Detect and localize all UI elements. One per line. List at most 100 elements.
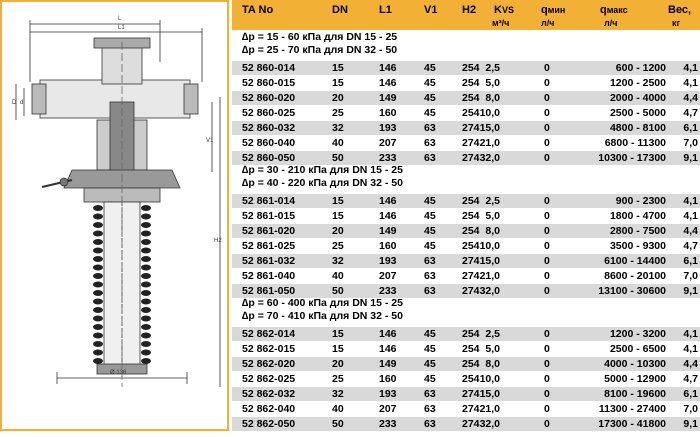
cell-v1: 63 [424, 255, 436, 267]
cell-dn: 32 [332, 255, 344, 267]
spring-coil [93, 332, 103, 339]
cell-l1: 149 [379, 225, 397, 237]
cell-qmax: 3500 - 9300 [609, 240, 666, 252]
cell-h2: 254 [462, 328, 480, 340]
cell-dn: 25 [332, 240, 344, 252]
cell-kvs: 2,5 [485, 62, 500, 74]
cell-h2: 274 [462, 255, 480, 267]
cell-h2: 254 [462, 62, 480, 74]
group-dp-line-1: ∆p = 15 - 60 кПа для DN 15 - 25 [242, 31, 398, 43]
spring-coil [93, 239, 103, 245]
cell-h2: 274 [462, 270, 480, 282]
cell-qmax: 900 - 2300 [615, 195, 666, 207]
cell-qmax: 6800 - 11300 [604, 137, 666, 149]
cell-qmax: 8600 - 20100 [604, 270, 666, 282]
cell-qmax: 600 - 1200 [615, 62, 666, 74]
cell-h2: 254 [462, 240, 480, 252]
spring-coil [93, 205, 103, 211]
cell-v1: 63 [424, 403, 436, 415]
cell-qmax: 5000 - 12900 [604, 373, 666, 385]
spring-coil [93, 230, 103, 237]
cell-v1: 45 [424, 107, 436, 119]
cell-qmax: 17300 - 41800 [598, 418, 666, 430]
group-dp-line-2: ∆p = 40 - 220 кПа для DN 32 - 50 [242, 177, 403, 189]
cell-ta-no: 52 862-015 [242, 343, 296, 355]
cell-v1: 63 [424, 285, 436, 297]
cell-v1: 45 [424, 195, 436, 207]
spring-coil [93, 273, 103, 279]
cell-h2: 274 [462, 403, 480, 415]
cell-dn: 15 [332, 195, 344, 207]
cell-v1: 63 [424, 122, 436, 134]
spring-coil [141, 307, 151, 313]
spring-coil [141, 290, 151, 296]
cell-qmax: 1200 - 2500 [609, 77, 666, 89]
spring-coil [93, 264, 103, 271]
spring-coil [141, 332, 151, 339]
spring-coil [141, 298, 151, 305]
spring-coil [141, 205, 151, 211]
cell-l1: 207 [379, 137, 397, 149]
cell-qmax: 13100 - 30600 [598, 285, 666, 297]
cell-qmax: 11300 - 27400 [598, 403, 666, 415]
header-weight: Вес, [668, 4, 692, 16]
cell-weight: 9,1 [683, 285, 698, 297]
cell-v1: 45 [424, 225, 436, 237]
cell-l1: 146 [379, 62, 397, 74]
spring-coil [93, 358, 103, 364]
cell-v1: 45 [424, 358, 436, 370]
cell-v1: 45 [424, 343, 436, 355]
spring-coil [93, 315, 103, 322]
header-dn: DN [332, 4, 348, 16]
cell-kvs: 32,0 [479, 285, 500, 297]
cell-kvs: 32,0 [479, 418, 500, 430]
cell-kvs: 15,0 [479, 122, 500, 134]
cell-l1: 193 [379, 122, 397, 134]
spring-coil [141, 239, 151, 245]
spring-coil [93, 307, 103, 313]
valve-drawing-panel: L L1 D d V1 H2 Ø 136 [0, 0, 229, 431]
cell-v1: 63 [424, 418, 436, 430]
cell-qmax: 8100 - 19600 [604, 388, 666, 400]
cell-dn: 50 [332, 285, 344, 297]
dim-L-label: L [118, 16, 122, 22]
cell-ta-no: 52 862-032 [242, 388, 296, 400]
cell-dn: 20 [332, 92, 344, 104]
cell-l1: 160 [379, 240, 397, 252]
cell-v1: 63 [424, 270, 436, 282]
cell-qmin: 0 [544, 328, 550, 340]
header-kvs: KVS [494, 4, 514, 16]
cell-v1: 45 [424, 62, 436, 74]
cell-l1: 146 [379, 328, 397, 340]
cell-ta-no: 52 861-014 [242, 195, 296, 207]
cell-weight: 4,7 [683, 240, 698, 252]
cell-dn: 50 [332, 418, 344, 430]
cell-qmax: 4000 - 10300 [604, 358, 666, 370]
cell-weight: 4,1 [683, 77, 698, 89]
cell-l1: 207 [379, 270, 397, 282]
cell-ta-no: 52 861-040 [242, 270, 296, 282]
cell-ta-no: 52 862-050 [242, 418, 296, 430]
cell-h2: 254 [462, 358, 480, 370]
cell-h2: 254 [462, 210, 480, 222]
header-h2: H2 [462, 4, 477, 16]
cell-l1: 149 [379, 92, 397, 104]
spring-coil [141, 264, 151, 271]
cell-h2: 254 [462, 107, 480, 119]
cell-l1: 146 [379, 343, 397, 355]
spring-coil [93, 290, 103, 296]
cell-qmin: 0 [544, 62, 550, 74]
group-dp-line-2: ∆p = 25 - 70 кПа для DN 32 - 50 [242, 44, 398, 56]
cell-kvs: 15,0 [479, 255, 500, 267]
group-dp-line-2: ∆p = 70 - 410 кПа для DN 32 - 50 [242, 310, 403, 322]
